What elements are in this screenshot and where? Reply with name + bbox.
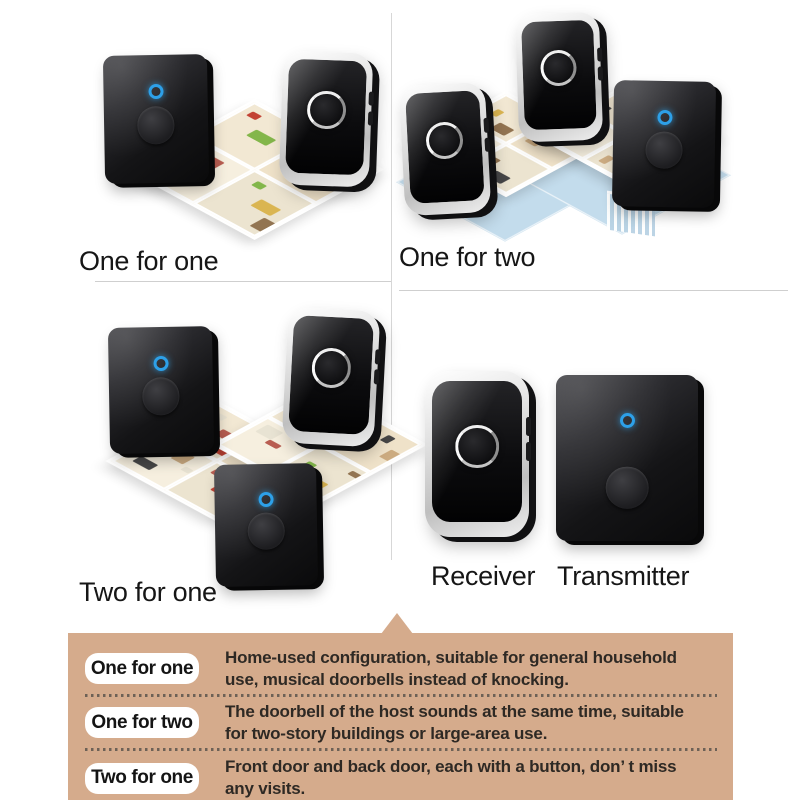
transmitter-face [107,326,215,454]
info-row: One for one Home-used configuration, sui… [85,645,719,692]
description-two-for-one: Front door and back door, each with a bu… [225,757,677,798]
dotted-separator [85,694,717,697]
transmitter-device [102,54,216,188]
side-button-icon [368,90,375,106]
info-box: One for one Home-used configuration, sui… [68,633,733,800]
receiver-frame [278,50,374,188]
led-indicator-icon [148,84,164,100]
side-button-icon [483,118,490,133]
receiver-face [285,58,367,176]
side-button-icon [526,442,531,461]
chime-ring-button-icon [539,49,578,88]
transmitter-device [107,326,221,458]
doorbell-button-icon [142,377,181,416]
receiver-frame [281,306,381,448]
side-button-icon [373,369,380,385]
transmitter-face [611,80,717,208]
description-one-for-two: The doorbell of the host sounds at the s… [225,701,684,743]
led-indicator-icon [153,355,169,372]
receiver-device [281,306,388,453]
doorbell-button-icon [645,131,683,169]
receiver-device [398,81,499,221]
transmitter-face [556,375,698,541]
doorbell-button-icon [247,512,285,550]
vertical-divider [391,13,392,560]
label-transmitter: Transmitter [557,561,690,591]
receiver-device [514,11,611,148]
dotted-separator [85,748,717,751]
receiver-face [432,380,522,523]
chime-ring-button-icon [310,347,353,389]
label-one-for-one: One for one [79,246,219,276]
callout-arrow-icon [381,613,413,634]
receiver-frame [398,81,492,217]
receiver-frame [514,11,604,143]
tag-one-for-two: One for two [85,707,199,738]
transmitter-device [611,80,723,212]
transmitter-face [213,463,319,587]
led-indicator-icon [258,491,274,508]
receiver-device [278,50,381,193]
side-button-icon [596,47,603,62]
horizontal-divider-left [95,281,391,282]
transmitter-device-large [556,375,704,545]
tag-two-for-one: Two for one [85,762,199,794]
receiver-face [405,89,485,205]
led-indicator-icon [620,413,635,429]
chime-ring-button-icon [455,424,499,469]
doorbell-button-icon [137,106,176,145]
transmitter-face [102,54,210,184]
receiver-face [288,315,374,435]
chime-ring-button-icon [306,90,347,130]
horizontal-divider-right [399,290,788,291]
info-row: Two for one Front door and back door, ea… [85,753,719,800]
side-button-icon [374,349,381,365]
chime-ring-button-icon [425,120,465,160]
transmitter-device [213,463,325,591]
doorbell-button-icon [605,466,649,510]
description-one-for-one: Home-used configuration, suitable for ge… [225,647,677,689]
led-indicator-icon [657,109,673,126]
side-button-icon [597,66,604,81]
label-receiver: Receiver [431,561,536,591]
tag-one-for-one: One for one [85,653,199,684]
receiver-device-large [425,371,536,542]
side-button-icon [367,111,374,126]
side-button-icon [484,137,491,153]
info-row: One for two The doorbell of the host sou… [85,699,719,746]
receiver-frame [425,371,529,537]
side-button-icon [526,417,531,436]
label-two-for-one: Two for one [79,577,217,607]
receiver-face [520,19,597,131]
label-one-for-two: One for two [399,242,536,272]
